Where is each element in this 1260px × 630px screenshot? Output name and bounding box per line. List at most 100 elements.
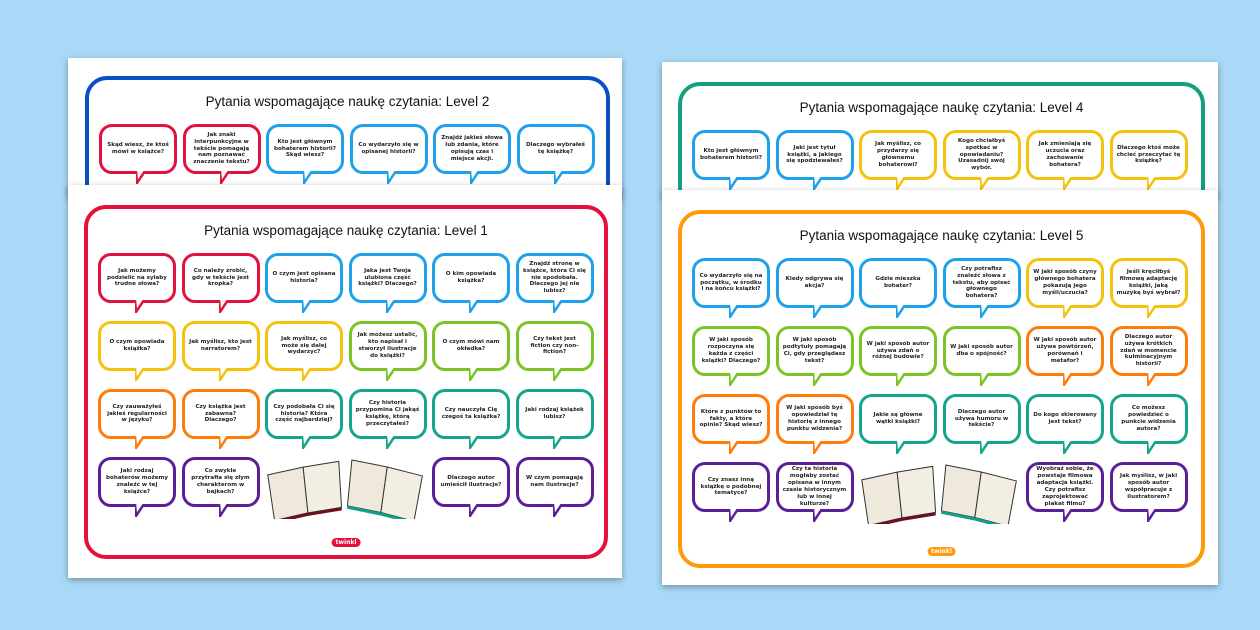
speech-bubble-tail-icon (135, 504, 145, 517)
speech-bubble-tail-icon (136, 171, 146, 184)
question-speech-bubble: Co wydarzyło się na początku, w środku i… (692, 258, 770, 318)
speech-bubble-tail-icon (303, 171, 313, 184)
question-text: Wyobraź sobie, że powstaje filmowa adapt… (1036, 466, 1094, 507)
question-speech-bubble: Kogo chciałbyś spotkać w opowiadaniu? Uz… (942, 130, 1021, 190)
speech-bubble-tail-icon (135, 368, 145, 381)
question-text: Znajdź jakieś słowa lub zdania, które op… (441, 135, 503, 162)
speech-bubble-tail-icon (1146, 177, 1157, 190)
question-speech-bubble: Jak możemy podzielić na sylaby trudne sł… (98, 253, 176, 313)
worksheet-title: Pytania wspomagające naukę czytania: Lev… (204, 223, 488, 238)
question-text: Jak zmieniają się uczucia oraz zachowani… (1038, 141, 1092, 168)
question-text: O czym jest opisana historia? (272, 271, 336, 284)
speech-bubble-tail-icon (470, 171, 480, 184)
question-text: Jak możemy podzielić na sylaby trudne sł… (107, 267, 167, 288)
question-speech-bubble: Jakie są główne wątki książki? (859, 394, 937, 454)
open-books-illustration (265, 457, 427, 525)
worksheet-border: Pytania wspomagające naukę czytania: Lev… (84, 205, 608, 559)
speech-bubble-tail-icon (729, 177, 739, 190)
speech-bubble-tail-icon (469, 300, 479, 313)
speech-bubble-tail-icon (729, 509, 739, 522)
speech-bubble-tail-icon (729, 305, 739, 318)
question-text: Kto jest głównym bohaterem historii? Ską… (274, 138, 336, 159)
speech-bubble-tail-icon (896, 373, 906, 386)
question-speech-bubble: W jaki sposób rozpoczyna się każda z czę… (692, 326, 770, 386)
question-text: Czy historia przypomina Ci jakąś książkę… (355, 400, 420, 427)
question-speech-bubble: Czy podobała Ci się historia? Która częś… (265, 389, 343, 449)
speech-bubble-tail-icon (552, 368, 563, 381)
question-speech-bubble: Czy nauczyła Cię czegoś ta książka? (432, 389, 510, 449)
question-speech-bubble: Czy znasz inną książkę o podobnej tematy… (692, 462, 770, 522)
speech-bubble-tail-icon (553, 171, 564, 184)
question-speech-bubble: W jaki sposób autor używa powtórzeń, por… (1026, 326, 1104, 386)
speech-bubble-tail-icon (135, 300, 145, 313)
question-text: Dlaczego autor używa krótkich zdań w mom… (1120, 333, 1177, 368)
speech-bubble-tail-icon (812, 373, 823, 386)
speech-bubble-tail-icon (812, 441, 823, 454)
question-speech-bubble: Jaki rodzaj bohaterów możemy znaleźć w t… (98, 457, 176, 517)
question-speech-bubble: W jaki sposób podtytuły pomagają Ci, gdy… (775, 326, 854, 386)
question-text: W jaki sposób rozpoczyna się każda z czę… (701, 337, 761, 364)
question-text: Znajdź stronę w książce, która Ci się ni… (523, 260, 586, 295)
question-text: Do kogo skierowany jest tekst? (1033, 412, 1097, 425)
question-text: Jakie są główne wątki książki? (873, 412, 923, 425)
question-speech-bubble: Co możesz powiedzieć o punkcie widzenia … (1109, 394, 1188, 454)
speech-bubble-tail-icon (552, 504, 563, 517)
speech-bubble-tail-icon (812, 305, 823, 318)
speech-bubble-tail-icon (385, 300, 396, 313)
speech-bubble-tail-icon (729, 373, 739, 386)
worksheet-level-page: Pytania wspomagające naukę czytania: Lev… (662, 190, 1218, 585)
question-speech-bubble: Czy historia przypomina Ci jakąś książkę… (348, 389, 427, 449)
question-speech-bubble: Czy ta historia mogłaby zostać opisana w… (775, 462, 854, 522)
question-speech-bubble: Skąd wiesz, że ktoś mówi w książce? (99, 124, 177, 184)
question-text: Co możesz powiedzieć o punkcie widzenia … (1121, 405, 1176, 432)
speech-bubble-tail-icon (1063, 509, 1073, 522)
speech-bubble-tail-icon (1146, 441, 1157, 454)
question-text: Jak znaki interpunkcyjne w tekście pomag… (193, 131, 250, 166)
speech-bubble-tail-icon (386, 171, 397, 184)
worksheet-level-page: Pytania wspomagające naukę czytania: Lev… (662, 62, 1218, 262)
speech-bubble-tail-icon (302, 436, 312, 449)
speech-bubble-tail-icon (1146, 305, 1157, 318)
question-text: Jak możesz ustalić, kto napisał i stworz… (357, 332, 418, 359)
question-speech-bubble: Co zwykle przytrafia się złym charaktero… (181, 457, 260, 517)
question-speech-bubble: Jak myślisz, co przydarzy się głównemu b… (859, 130, 937, 190)
question-speech-bubble: Dlaczego autor używa humoru w tekście? (942, 394, 1021, 454)
question-speech-bubble: W czym pomagają nam ilustracje? (515, 457, 594, 517)
question-text: Jak myślisz, kto jest narratorem? (189, 339, 252, 352)
question-speech-bubble: Wyobraź sobie, że powstaje filmowa adapt… (1026, 462, 1104, 522)
question-text: W jaki sposób autor dba o spójność? (950, 344, 1013, 357)
question-text: Jak myślisz, w jaki sposób autor współpr… (1119, 473, 1178, 500)
question-text: Czy znasz inną książkę o podobnej tematy… (700, 476, 762, 497)
question-text: Jaki rodzaj bohaterów możemy znaleźć w t… (106, 468, 168, 495)
question-speech-bubble: Jak zmieniają się uczucia oraz zachowani… (1026, 130, 1104, 190)
twinkl-logo: twinkl (331, 538, 361, 547)
question-text: Czy nauczyła Cię czegoś ta książka? (441, 407, 501, 420)
speech-bubble-tail-icon (979, 305, 990, 318)
speech-bubble-tail-icon (729, 441, 739, 454)
open-books-illustration (859, 462, 1021, 530)
question-text: Co należy zrobić, gdy w tekście jest kro… (192, 267, 249, 288)
speech-bubble-tail-icon (896, 305, 906, 318)
worksheet-title: Pytania wspomagające naukę czytania: Lev… (205, 94, 490, 109)
speech-bubble-tail-icon (218, 504, 229, 517)
twinkl-logo: twinkl (927, 547, 956, 556)
question-speech-bubble: Znajdź stronę w książce, która Ci się ni… (515, 253, 594, 313)
speech-bubble-tail-icon (812, 509, 823, 522)
speech-bubble-tail-icon (1063, 177, 1073, 190)
question-speech-bubble: Jaki jest tytuł książki, a jakiego się s… (775, 130, 854, 190)
question-speech-bubble: O czym jest opisana historia? (265, 253, 343, 313)
question-speech-bubble: Do kogo skierowany jest tekst? (1026, 394, 1104, 454)
worksheet-level-page: Pytania wspomagające naukę czytania: Lev… (68, 185, 622, 578)
question-text: O czym opowiada książka? (109, 339, 165, 352)
question-speech-bubble: Dlaczego autor umieścił ilustracje? (432, 457, 510, 517)
question-text: Jaka jest Twoja ulubiona część książki? … (358, 267, 417, 288)
question-text: Czy ta historia mogłaby zostać opisana w… (782, 466, 847, 507)
question-text: Skąd wiesz, że ktoś mówi w książce? (107, 142, 169, 155)
speech-bubble-tail-icon (1063, 441, 1073, 454)
worksheet-border: Pytania wspomagające naukę czytania: Lev… (85, 76, 610, 256)
speech-bubble-tail-icon (219, 171, 230, 184)
question-grid: Kto jest głównym bohaterem historii?Jaki… (692, 130, 1188, 190)
question-grid: Skąd wiesz, że ktoś mówi w książce? Jak z… (99, 124, 595, 184)
question-speech-bubble: Jaki rodzaj książek lubisz? (515, 389, 594, 449)
question-text: O kim opowiada książka? (445, 271, 497, 284)
